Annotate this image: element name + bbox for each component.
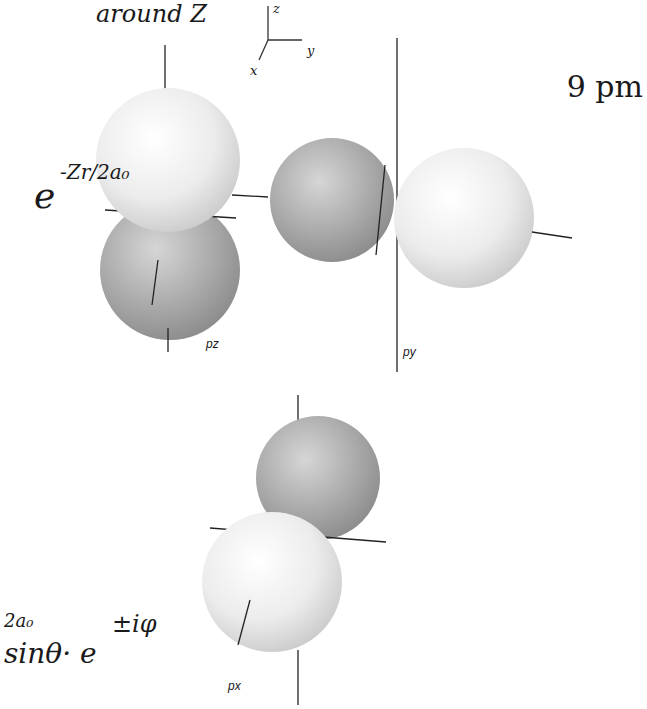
orbital-label: px — [228, 680, 241, 692]
orbital-label: pz — [206, 338, 219, 350]
axis-icon — [259, 6, 302, 60]
handwritten-formula: ±iφ — [112, 612, 157, 636]
pz-orbital — [96, 45, 240, 352]
axis-label: z — [273, 2, 280, 15]
axis-label: y — [307, 44, 314, 57]
orbital-label: py — [403, 346, 416, 358]
px-orbital — [202, 395, 386, 705]
axis-label: x — [250, 64, 257, 77]
handwritten-formula: sinθ· e — [4, 640, 97, 668]
handwritten-formula: e — [34, 178, 55, 214]
handwritten-note: around Z — [96, 2, 207, 26]
handwritten-formula: -Zr/2a₀ — [60, 162, 130, 182]
handwritten-formula: 2a₀ — [4, 612, 33, 630]
py-orbital — [232, 38, 572, 372]
handwritten-note: 9 pm — [567, 72, 643, 102]
